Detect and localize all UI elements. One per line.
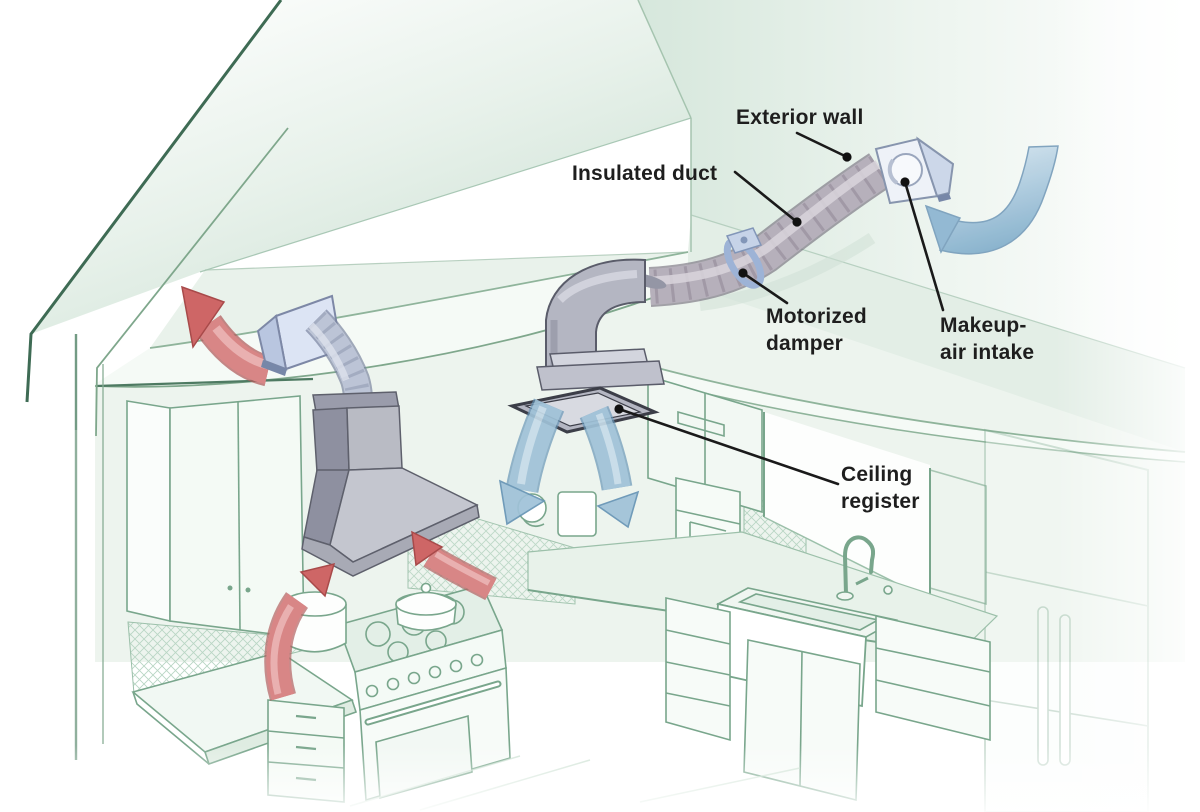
makeup-air-intake <box>874 136 955 205</box>
label-text: Motorized <box>766 305 867 328</box>
hood-canopy-rim <box>301 503 480 577</box>
airflow-arrows <box>264 145 1059 701</box>
label-text: damper <box>766 332 844 355</box>
leader-exterior-wall <box>795 131 849 159</box>
label-insulated-duct: Insulated duct <box>572 160 717 187</box>
leader-insulated-duct <box>733 170 799 224</box>
leader-motorized-damper <box>741 271 789 305</box>
supply-air-arrow-right <box>579 405 640 529</box>
supply-air-arrow-left <box>498 398 565 526</box>
range-hood <box>301 391 480 577</box>
leader-makeup-air-intake <box>903 180 945 312</box>
cooking-fumes-arrow-right <box>411 530 497 601</box>
label-text: air intake <box>940 341 1035 364</box>
leader-dot-motorized-damper <box>738 268 748 278</box>
leader-dot-exterior-wall <box>842 152 852 162</box>
label-text: Insulated duct <box>572 162 718 185</box>
left-upper-cabinets <box>126 395 305 639</box>
gable-roof-line <box>25 0 283 403</box>
leader-dot-makeup-air-intake <box>900 177 910 187</box>
leader-dot-ceiling-register <box>614 404 624 414</box>
label-text: Makeup- <box>940 314 1027 337</box>
label-exterior-wall: Exterior wall <box>736 104 863 131</box>
label-text: register <box>841 490 920 513</box>
faucet <box>842 535 876 596</box>
insulated-duct <box>648 153 891 307</box>
label-motorized-damper: Motorized damper <box>766 303 867 357</box>
sloped-ceiling <box>31 0 691 334</box>
label-makeup-air-intake: Makeup- air intake <box>940 312 1034 366</box>
pot-lidded <box>395 582 457 632</box>
leader-lines <box>614 131 945 486</box>
range-hood-system <box>181 285 480 577</box>
duct-elbow <box>545 258 667 376</box>
exhaust-air-arrow <box>181 285 273 387</box>
makeup-air-system <box>507 136 955 434</box>
label-ceiling-register: Ceiling register <box>841 461 920 515</box>
label-text: Ceiling <box>841 463 913 486</box>
cooking-fumes-arrow-left <box>264 562 336 701</box>
label-text: Exterior wall <box>736 106 864 129</box>
leader-dot-insulated-duct <box>792 217 802 227</box>
leader-ceiling-register <box>617 407 840 486</box>
